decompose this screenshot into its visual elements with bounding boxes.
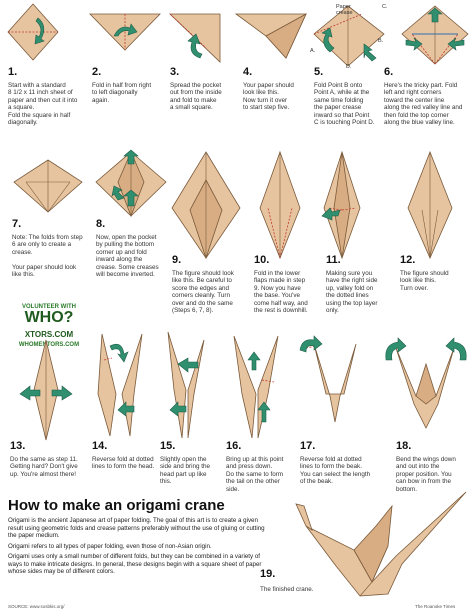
step-3-text: Spread the pocket out from the inside an… [170, 82, 222, 112]
point-c-label: C. [382, 4, 388, 10]
step-18-number: 18. [396, 440, 412, 452]
step-5-text: Fold Point B onto Point A, while at the … [314, 82, 375, 127]
source-credit: SOURCE: www.sosbkis.org/ [8, 604, 65, 609]
step-15-text: Slightly open the side and bring the hea… [160, 456, 211, 486]
point-b-label: B. [378, 38, 384, 44]
who-logo-suffix: XTORS.COM [24, 330, 74, 339]
step-17-number: 17. [300, 440, 316, 452]
step-6-number: 6. [384, 66, 394, 78]
step-9-text: The figure should look like this. Be car… [172, 270, 234, 315]
step-18-text: Bend the wings down and out into the pro… [396, 456, 456, 493]
volunteer-logo[interactable]: VOLUNTEER WITH WHO? XTORS.COM WHOMENTORS.… [11, 304, 87, 348]
point-d-label: D. [346, 64, 352, 70]
intro-paragraph: Origami uses only a small number of diff… [8, 553, 262, 575]
paper-crease-label: Paper crease [336, 4, 353, 16]
step-8-text: Now, open the pocket by pulling the bott… [96, 234, 159, 279]
step-16-text: Bring up at this point and press down. D… [226, 456, 284, 493]
step-7-text: Note: The folds from step 6 are only to … [12, 234, 83, 279]
step-2-number: 2. [92, 66, 102, 78]
step-13-number: 13. [10, 440, 26, 452]
step-19-text: The finished crane. [260, 586, 314, 593]
step-1-text: Start with a standard 8 1/2 x 11 inch sh… [8, 82, 78, 127]
step-10-text: Fold in the lower flaps made in step 9. … [254, 270, 308, 315]
step-2-text: Fold in half from right to left diagonal… [92, 82, 152, 104]
step-15-number: 15. [160, 440, 176, 452]
step-14-number: 14. [92, 440, 108, 452]
step-6-text: Here's the tricky part. Fold left and ri… [384, 82, 463, 127]
step-3-number: 3. [170, 66, 180, 78]
publisher-credit: The Roanoke Times [415, 604, 456, 609]
step-14-text: Reverse fold at dotted lines to form the… [92, 456, 155, 471]
step-1-number: 1. [8, 66, 18, 78]
volunteer-line: VOLUNTEER WITH [22, 304, 76, 310]
who-logo: WHO? XTORS.COM [11, 310, 87, 342]
step-11-text: Making sure you have the right side up, … [326, 270, 378, 315]
step-4-number: 4. [243, 66, 253, 78]
page-title: How to make an origami crane [8, 497, 225, 514]
step-17-text: Reverse fold at dotted lines to form the… [300, 456, 371, 486]
step-12-number: 12. [400, 254, 416, 266]
intro-paragraph: Origami refers to all types of paper fol… [8, 542, 212, 550]
step-19-number: 19. [260, 568, 276, 580]
step-5-number: 5. [314, 66, 324, 78]
who-logo-text: WHO? [24, 309, 74, 326]
step-11-number: 11. [326, 254, 341, 266]
intro-paragraph: Origami is the ancient Japanese art of p… [8, 517, 265, 539]
website-line: WHOMENTORS.COM [18, 342, 80, 348]
step-9-number: 9. [172, 254, 182, 266]
intro-text: Origami is the ancient Japanese art of p… [8, 517, 270, 579]
step-16-number: 16. [226, 440, 242, 452]
step-12-text: The figure should look like this. Turn o… [400, 270, 449, 292]
step-8-number: 8. [96, 218, 106, 230]
step-7-number: 7. [12, 218, 22, 230]
step-4-text: Your paper should look like this. Now tu… [243, 82, 294, 112]
step-13-text: Do the same as step 11. Getting hard? Do… [10, 456, 78, 478]
step-10-number: 10. [254, 254, 270, 266]
point-a-label: A. [310, 48, 316, 54]
